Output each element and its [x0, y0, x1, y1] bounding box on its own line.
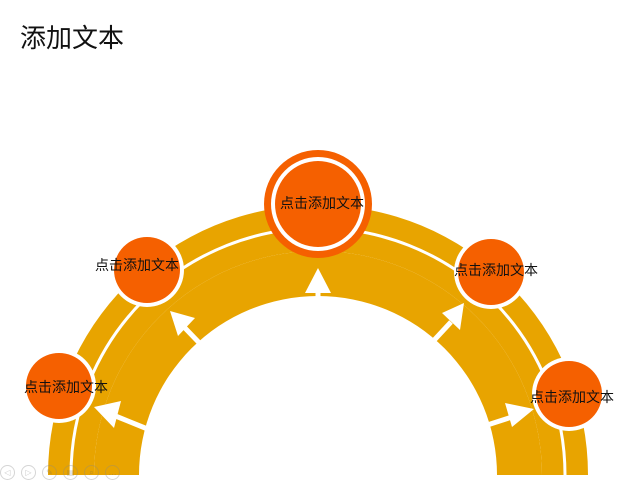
- node-5[interactable]: 点击添加文本: [530, 357, 614, 431]
- arrow-2: [170, 311, 212, 356]
- prev-icon[interactable]: ◁: [0, 465, 15, 480]
- more-icon[interactable]: …: [105, 465, 120, 480]
- play-icon[interactable]: ▷: [21, 465, 36, 480]
- presentation-toolbar: ◁ ▷ ✎ ▤ ⌕ …: [0, 465, 120, 480]
- slides-icon[interactable]: ▤: [63, 465, 78, 480]
- node-4-label: 点击添加文本: [454, 263, 538, 279]
- inner-arc-band: [94, 251, 542, 475]
- node-1-label: 点击添加文本: [24, 380, 108, 396]
- slide-title: 添加文本: [20, 24, 125, 54]
- node-5-label: 点击添加文本: [530, 390, 614, 406]
- arrow-1: [94, 401, 156, 435]
- zoom-icon[interactable]: ⌕: [84, 465, 99, 480]
- node-2-label: 点击添加文本: [95, 258, 179, 274]
- node-2[interactable]: 点击添加文本: [95, 233, 184, 307]
- node-3[interactable]: 点击添加文本: [264, 150, 372, 258]
- pen-icon[interactable]: ✎: [42, 465, 57, 480]
- arrow-4: [423, 303, 464, 352]
- arrow-5: [477, 403, 534, 431]
- node-1[interactable]: 点击添加文本: [22, 349, 108, 423]
- arrow-3: [305, 268, 331, 316]
- node-4[interactable]: 点击添加文本: [454, 235, 538, 309]
- node-3-label: 点击添加文本: [280, 196, 364, 212]
